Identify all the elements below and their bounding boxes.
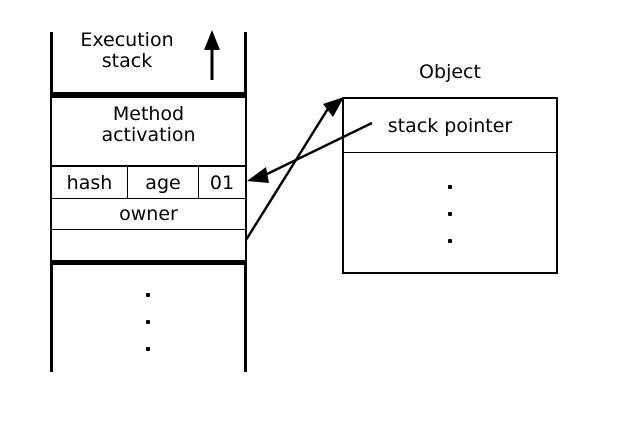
exec-stack-top-rule xyxy=(50,92,247,97)
up-arrow-icon xyxy=(204,30,220,80)
object-stack-pointer-label: stack pointer xyxy=(387,114,513,137)
ellipsis-dot xyxy=(448,239,452,243)
ellipsis-dot xyxy=(146,293,150,297)
ellipsis-dot xyxy=(448,212,452,216)
exec-stack-header-label: Execution stack xyxy=(80,29,174,73)
object-stack-pointer-field: stack pointer xyxy=(342,97,558,153)
object-title: Object xyxy=(419,61,481,83)
method-activation-label: Method activation xyxy=(101,103,196,147)
field-owner: owner xyxy=(50,198,247,230)
field-age-label: age xyxy=(145,171,181,194)
ellipsis-dot xyxy=(448,185,452,189)
field-bits-label: 01 xyxy=(209,171,235,194)
field-bits: 01 xyxy=(198,166,247,199)
field-age: age xyxy=(127,166,199,199)
ellipsis-dot xyxy=(146,347,150,351)
field-owner-label: owner xyxy=(119,203,178,225)
field-hash: hash xyxy=(50,166,128,199)
ellipsis-dot xyxy=(146,320,150,324)
field-slack xyxy=(50,229,247,261)
exec-stack-bottom-rule xyxy=(50,260,247,265)
object-body xyxy=(342,152,558,274)
arrow-owner-to-object xyxy=(244,97,344,241)
field-hash-label: hash xyxy=(66,171,113,194)
